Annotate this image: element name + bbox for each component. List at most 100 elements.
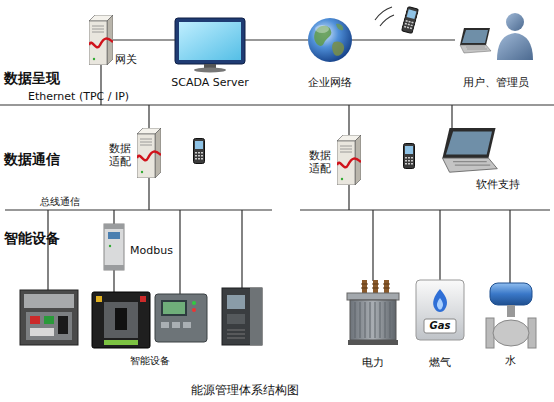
protocol-label: Ethernet (TPC / IP): [28, 90, 178, 103]
transformer-icon: [384, 280, 389, 294]
power-source: 电力: [345, 280, 401, 346]
group-label: 智能设备: [115, 355, 185, 367]
frequency-drive: [227, 295, 245, 309]
wireless-waves: [375, 7, 392, 20]
valve-icon: [507, 305, 515, 317]
gas-icon: [416, 280, 464, 340]
layer-label: 智能设备: [4, 230, 84, 247]
wireless-waves: [380, 15, 394, 26]
node-label: 网关: [115, 53, 147, 66]
circuit-breaker: [30, 316, 40, 324]
gas-icon: [416, 280, 464, 340]
modbus-module: [109, 245, 111, 247]
laptop-icon: [442, 128, 497, 172]
globe-icon: [314, 26, 331, 46]
wireless-waves: [375, 7, 394, 26]
user-icon: [497, 33, 533, 60]
network-link: [113, 39, 175, 40]
moulded-case-breaker: [96, 296, 102, 302]
valve-icon: [486, 283, 536, 348]
server-icon: [89, 15, 113, 65]
valve-icon: [493, 320, 529, 346]
gas-icon: [424, 319, 456, 333]
data-adapter: 数据 适配: [137, 128, 161, 178]
phone-icon: [404, 144, 415, 169]
circuit-breaker: [20, 290, 78, 345]
node-label: SCADA Server: [160, 76, 260, 89]
node-label: 用户、管理员: [455, 76, 537, 89]
moulded-case-breaker: [115, 308, 127, 330]
server-icon: [137, 128, 161, 178]
node-label: 电力: [345, 356, 401, 369]
scada-monitor: SCADA Server: [175, 18, 245, 72]
modbus-module: [104, 224, 124, 270]
server-icon: [89, 15, 361, 185]
frequency-drive: [222, 288, 262, 345]
modbus-module: [104, 224, 124, 229]
transformer-icon: [348, 340, 398, 345]
node-label: 软件支持: [476, 178, 536, 191]
user-icon: [506, 13, 524, 31]
transformer-icon: [373, 280, 378, 294]
frequency-drive: [227, 314, 245, 324]
circuit-breaker: [30, 328, 54, 336]
phone-icon: [401, 7, 418, 34]
network-wires: [48, 210, 242, 294]
network-wires: [0, 104, 554, 105]
moulded-case-breaker: [104, 340, 138, 345]
server-icon: [337, 135, 361, 185]
network-wires: [5, 209, 272, 210]
modbus-module: [104, 265, 124, 270]
transformer-icon: [350, 300, 396, 340]
data-adapter: 数据 适配: [337, 135, 361, 185]
globe-icon: [315, 25, 329, 33]
node-label: Modbus: [130, 244, 180, 257]
transformer-icon: [355, 302, 390, 338]
network-wires: [373, 210, 510, 283]
valve-icon: [490, 283, 532, 305]
bus-label: 总线通信: [40, 196, 110, 208]
monitor-icon: [194, 68, 226, 73]
circuit-breaker: [20, 290, 78, 345]
protection-relay: [183, 322, 191, 328]
monitor-icon: [175, 18, 245, 64]
node-label: 水: [484, 354, 536, 367]
circuit-breaker: [58, 316, 68, 334]
moulded-case-breaker: [92, 292, 150, 348]
network-link: [245, 39, 308, 40]
network-link: [352, 39, 455, 40]
protection-relay: [155, 294, 207, 342]
protection-relay: [192, 301, 196, 305]
modbus-module: [104, 224, 124, 270]
protection-relay: [192, 308, 196, 312]
network-wires: [0, 65, 554, 294]
frequency-drive: [227, 330, 245, 338]
user-icon: [460, 28, 491, 53]
modbus-module: [108, 232, 120, 239]
gas-source: Gas燃气: [416, 280, 464, 340]
node-label: 燃气: [416, 356, 464, 369]
globe-icon: [336, 24, 343, 30]
globe-icon: [308, 18, 352, 62]
layer-label: 数据通信: [4, 151, 84, 168]
layer-label: 数据呈现: [4, 70, 84, 87]
globe-icon: [308, 18, 352, 62]
protection-relay: [161, 322, 169, 328]
gas-icon: [433, 289, 447, 312]
laptop-icon: [442, 128, 497, 172]
phone-icon: [194, 139, 205, 164]
circuit-breaker: [24, 294, 74, 308]
transformer-icon: [362, 280, 367, 294]
user-icon: [460, 13, 533, 60]
transformer-icon: [347, 293, 399, 300]
moulded-case-breaker: [104, 302, 138, 338]
circuit-breaker: [44, 316, 54, 324]
protection-relay: [172, 322, 180, 328]
gateway-server: 网关: [89, 15, 113, 65]
transformer-icon: [361, 284, 390, 288]
protection-relay: [163, 302, 185, 314]
